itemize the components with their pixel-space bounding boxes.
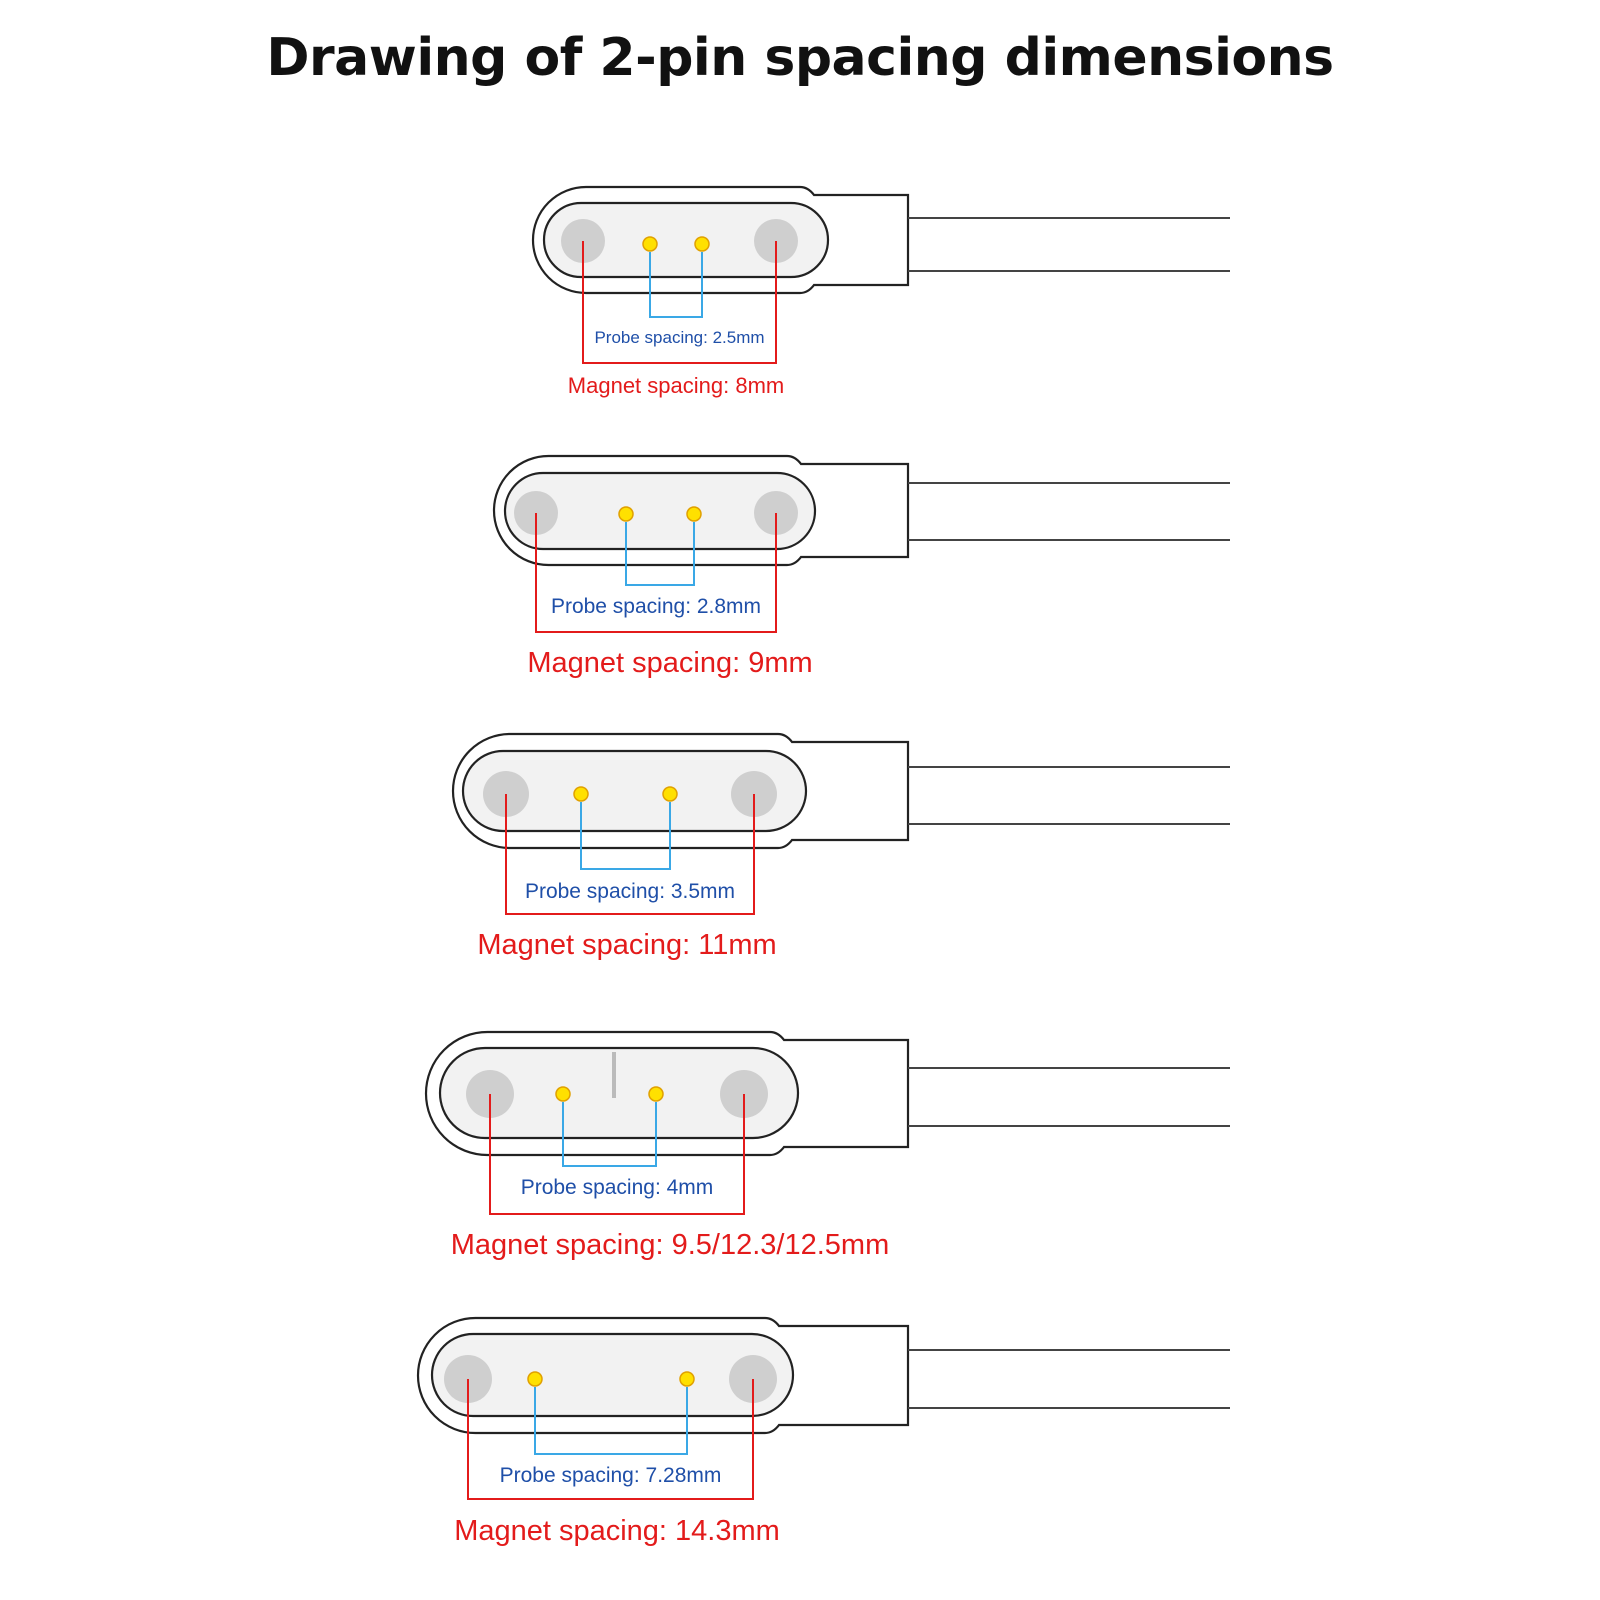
connector-face <box>430 1332 795 1418</box>
magnet-spacing-bracket <box>489 1094 745 1215</box>
pin-left <box>527 1371 543 1387</box>
probe-spacing-label: Probe spacing: 2.8mm <box>551 595 761 618</box>
connector-face <box>438 1046 800 1140</box>
probe-spacing-bracket <box>580 802 671 870</box>
pin-right <box>694 236 710 252</box>
page-title: Drawing of 2-pin spacing dimensions <box>266 28 1334 88</box>
housing-seam <box>612 1052 616 1098</box>
pin-left <box>573 786 589 802</box>
magnet-spacing-bracket <box>535 513 777 633</box>
connector-face <box>542 201 830 279</box>
pin-right <box>686 506 702 522</box>
magnet-spacing-bracket <box>467 1379 754 1500</box>
probe-spacing-bracket <box>625 522 695 586</box>
connector-face <box>503 471 817 551</box>
probe-spacing-bracket <box>534 1387 688 1455</box>
magnet-spacing-bracket <box>505 794 755 915</box>
probe-spacing-label: Probe spacing: 4mm <box>521 1176 714 1199</box>
connector-face <box>461 749 808 833</box>
probe-spacing-label: Probe spacing: 3.5mm <box>525 880 735 903</box>
pin-right <box>679 1371 695 1387</box>
probe-spacing-bracket <box>562 1102 657 1167</box>
magnet-spacing-label: Magnet spacing: 9mm <box>527 647 812 679</box>
pin-right <box>662 786 678 802</box>
pin-left <box>555 1086 571 1102</box>
magnet-spacing-label: Magnet spacing: 14.3mm <box>454 1515 780 1547</box>
magnet-spacing-label: Magnet spacing: 11mm <box>477 929 776 961</box>
magnet-spacing-label: Magnet spacing: 9.5/12.3/12.5mm <box>451 1229 889 1261</box>
probe-spacing-label: Probe spacing: 7.28mm <box>500 1464 722 1487</box>
magnet-spacing-label: Magnet spacing: 8mm <box>568 373 784 398</box>
pin-right <box>648 1086 664 1102</box>
pin-left <box>642 236 658 252</box>
magnet-spacing-bracket <box>582 241 777 364</box>
probe-spacing-bracket <box>649 252 703 318</box>
probe-spacing-label: Probe spacing: 2.5mm <box>594 328 764 347</box>
pin-left <box>618 506 634 522</box>
